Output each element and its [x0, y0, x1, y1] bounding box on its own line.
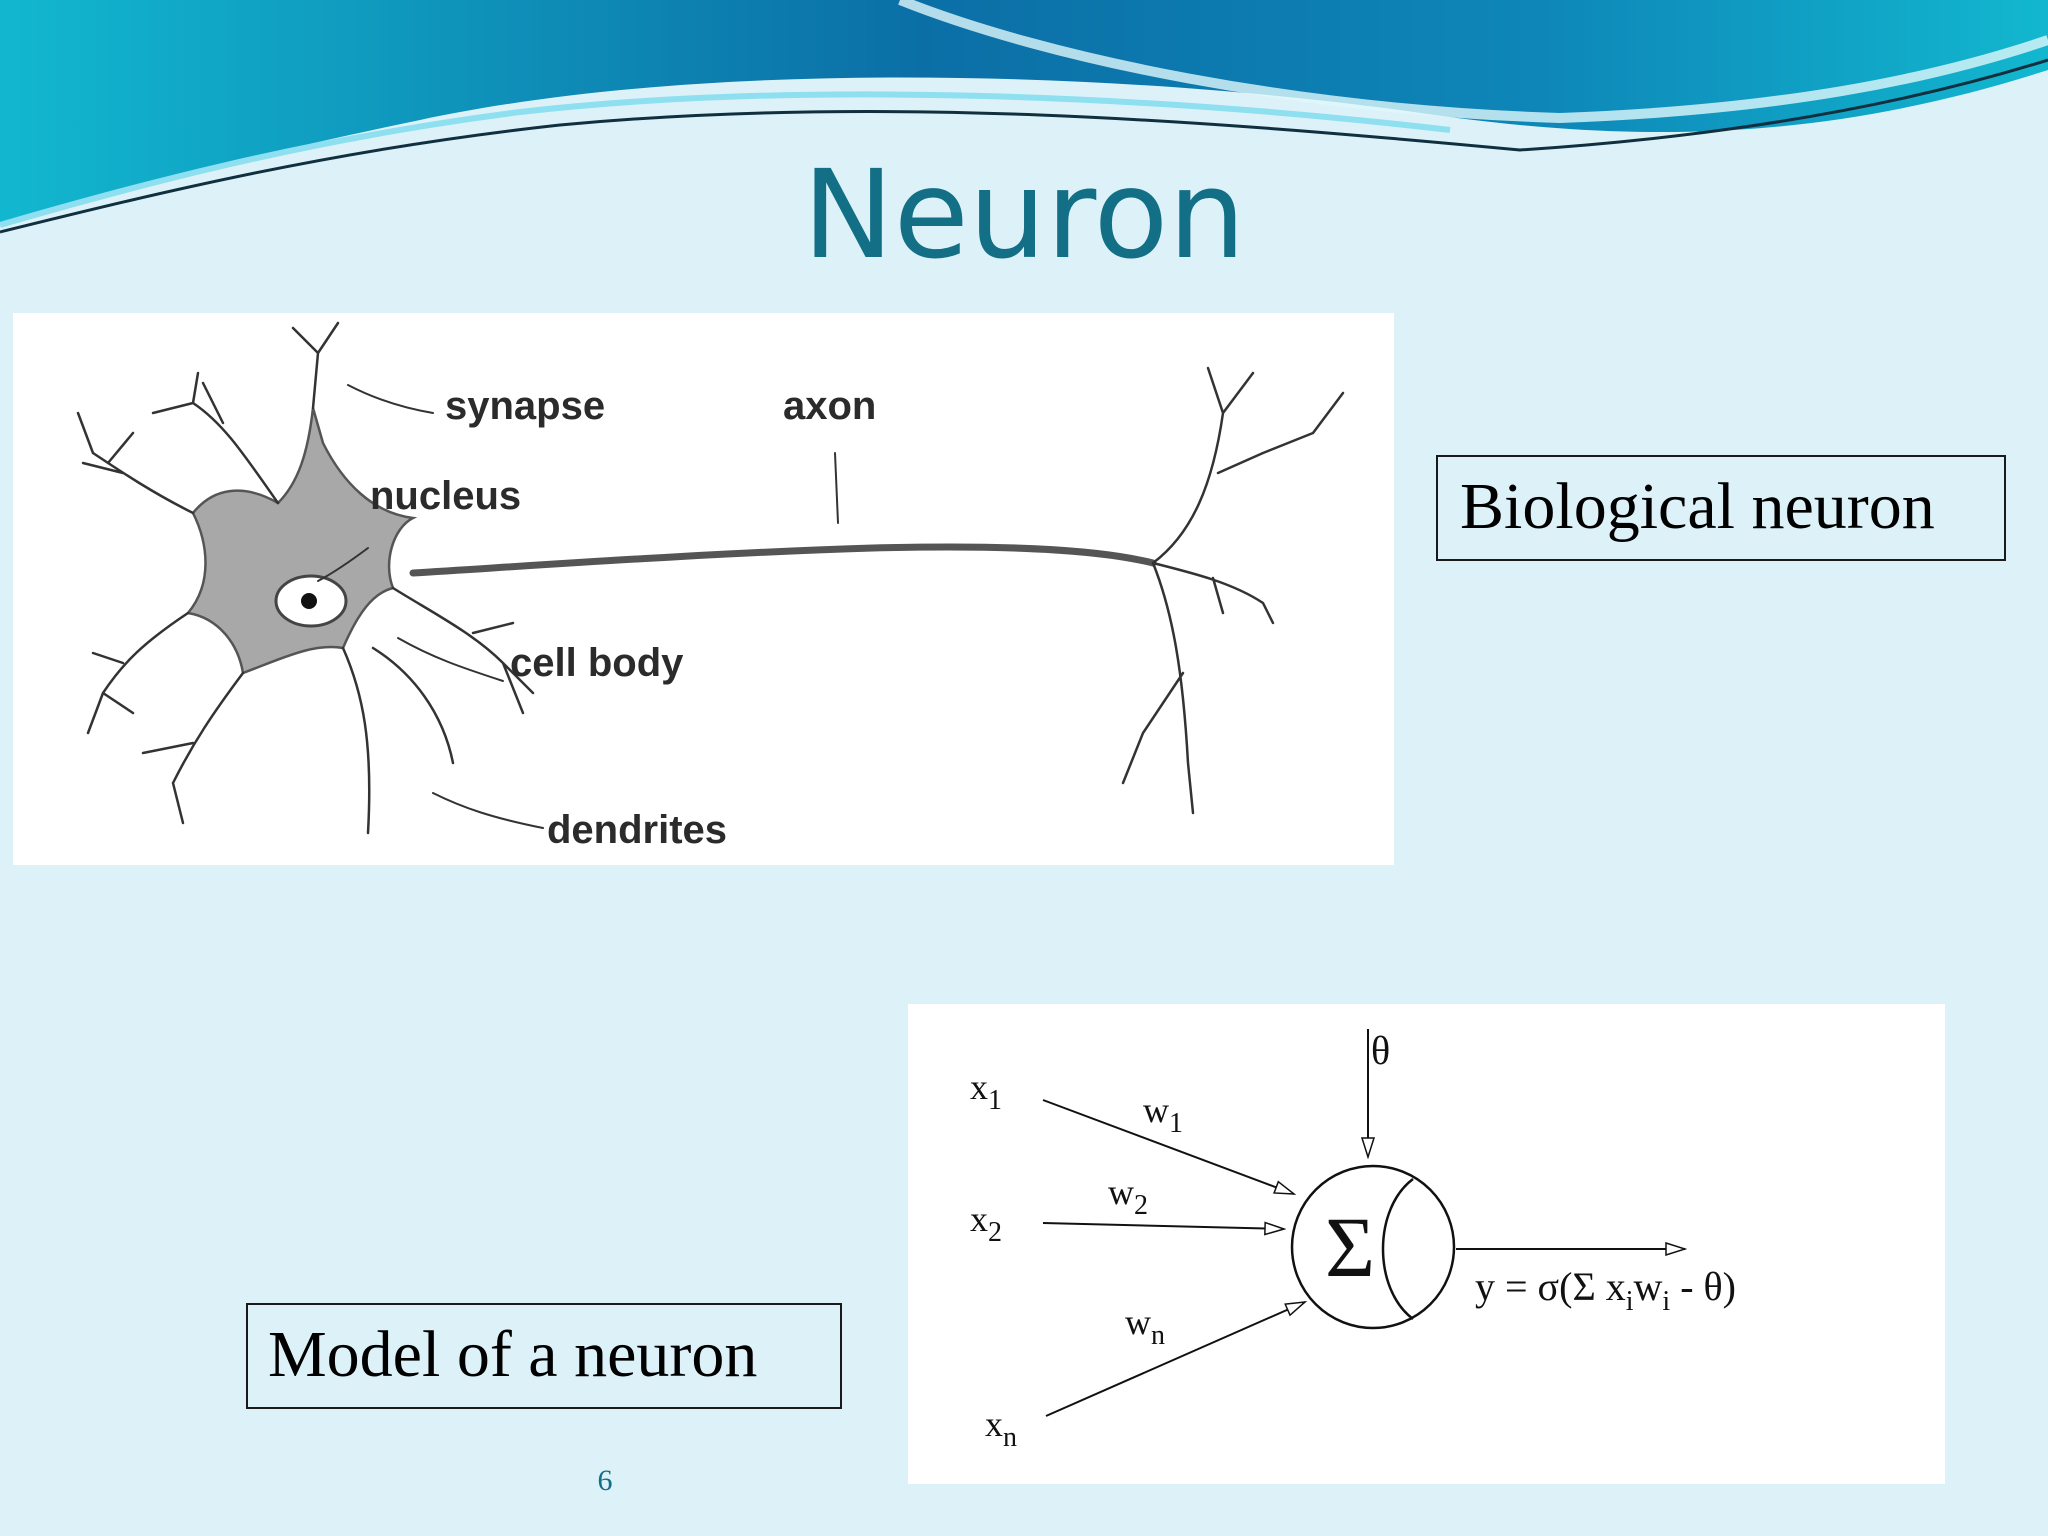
biological-neuron-caption: Biological neuron [1436, 455, 2006, 561]
label-cell-body: cell body [510, 641, 684, 685]
sum-symbol: Σ [1325, 1199, 1375, 1295]
input-x1-label: x1 [970, 1067, 1002, 1116]
slide-page-number: 6 [597, 1464, 613, 1497]
biological-neuron-figure: synapse axon nucleus cell body dendrites [13, 313, 1394, 865]
output-formula: y = σ(Σ xiwi - θ) [1475, 1264, 1736, 1317]
input-xn-label: xn [985, 1404, 1017, 1453]
neuron-drawing: synapse axon nucleus cell body dendrites [76, 321, 1345, 852]
perceptron-diagram: Σ θ x1 x2 xn w1 w2 wn y = σ(Σ xiwi - θ) [970, 1028, 1736, 1453]
header-wave-banner [0, 0, 2048, 234]
neuron-model-figure: Σ θ x1 x2 xn w1 w2 wn y = σ(Σ xiwi - θ) [908, 1004, 1945, 1484]
weight-w1-label: w1 [1143, 1090, 1183, 1139]
input-n-arrow [1045, 1302, 1305, 1417]
label-synapse: synapse [445, 384, 605, 428]
label-nucleus: nucleus [370, 474, 521, 518]
threshold-label: θ [1371, 1028, 1390, 1073]
weight-w2-label: w2 [1108, 1172, 1148, 1221]
input-x2-label: x2 [970, 1199, 1002, 1248]
weight-wn-label: wn [1125, 1302, 1165, 1351]
label-dendrites: dendrites [547, 808, 727, 852]
neuron-model-caption: Model of a neuron [246, 1303, 842, 1409]
slide-title: Neuron [802, 144, 1246, 286]
label-axon: axon [783, 384, 876, 428]
input-2-arrow [1042, 1223, 1284, 1229]
summation-node [1290, 1164, 1456, 1330]
input-1-arrow [1042, 1099, 1294, 1195]
